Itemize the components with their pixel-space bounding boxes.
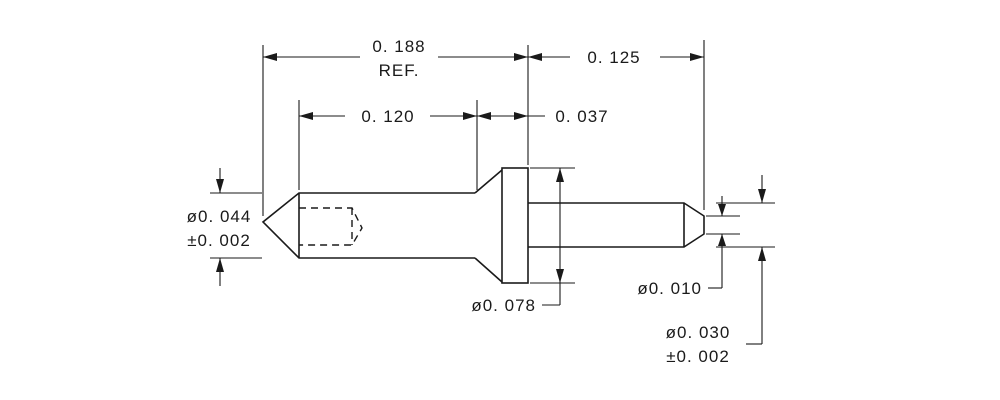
flange-outline (501, 167, 529, 284)
label-body-length: 0. 120 (361, 107, 414, 126)
extension-lines (210, 40, 775, 284)
label-tip-length: 0. 125 (587, 48, 640, 67)
pin-outline (261, 167, 705, 284)
dimension-labels: 0. 188 REF. 0. 125 0. 120 0. 037 ø0. 044… (187, 37, 731, 366)
tip-outline (528, 202, 705, 248)
label-flange-length: 0. 037 (555, 107, 608, 126)
label-body-diameter: ø0. 044 (187, 207, 252, 226)
body-outline (261, 192, 475, 259)
label-flange-diameter: ø0. 078 (471, 296, 536, 315)
label-tip-end-diameter: ø0. 010 (637, 279, 702, 298)
hidden-bore (299, 207, 363, 246)
label-overall-length: 0. 188 (372, 37, 425, 56)
label-body-diameter-tol: ±0. 002 (187, 231, 251, 250)
label-tip-diameter: ø0. 030 (666, 323, 731, 342)
label-overall-length-note: REF. (379, 61, 420, 80)
taper-outline (474, 169, 503, 283)
label-tip-diameter-tol: ±0. 002 (666, 347, 730, 366)
dimension-lines (216, 53, 766, 345)
